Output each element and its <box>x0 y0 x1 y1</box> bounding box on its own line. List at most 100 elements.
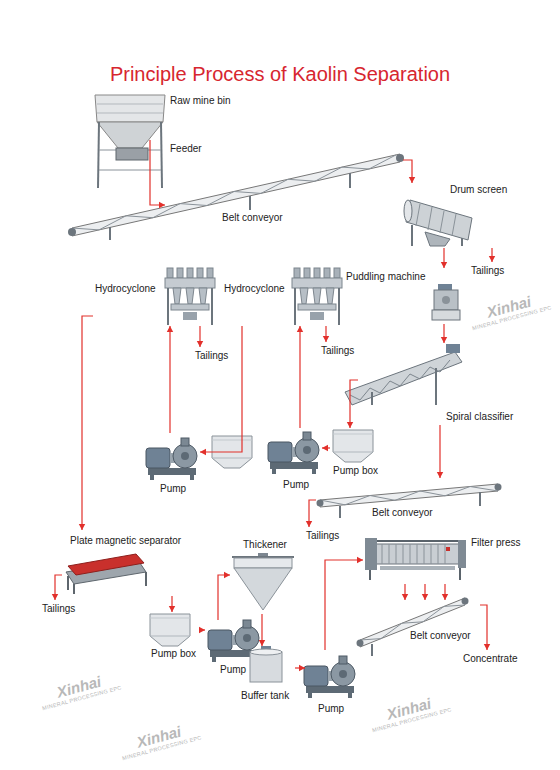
equipment-node: Pump <box>305 650 355 716</box>
raw-mine-bin-drawing <box>95 95 165 122</box>
flow-line <box>169 326 170 433</box>
spiral-classifier-drawing <box>345 344 462 405</box>
diagram-title: Principle Process of Kaolin Separation <box>0 62 560 86</box>
equipment-label: Pump <box>220 664 246 676</box>
drum-screen-drawing <box>440 211 444 233</box>
belt-conveyor-drawing <box>68 228 76 236</box>
drum-screen-drawing <box>416 204 420 226</box>
thickener-drawing <box>234 568 292 610</box>
flow-arrow <box>323 326 329 342</box>
equipment-label: Concentrate <box>463 653 517 665</box>
filter-press-drawing <box>365 538 377 570</box>
thickener-drawing <box>234 558 292 568</box>
raw-mine-bin-drawing <box>116 148 148 160</box>
equipment-node: Concentrate <box>460 650 522 667</box>
belt-conveyor-drawing <box>396 154 404 162</box>
filter-press-drawing <box>459 568 461 580</box>
puddling-machine-drawing <box>432 310 460 320</box>
watermark: XinhaiMINERAL PROCESSING EPC <box>37 669 122 712</box>
raw-mine-bin-drawing <box>95 95 165 188</box>
equipment-label: Puddling machine <box>346 271 426 283</box>
middle-belt-conveyor-drawing <box>495 484 502 491</box>
equipment-node: Tailings <box>302 527 347 544</box>
arrow-head <box>441 262 447 268</box>
equipment-node: Pump box <box>330 428 381 478</box>
equipment-node: Belt conveyor <box>355 600 480 646</box>
equipment-label: Pump box <box>333 465 378 477</box>
equipment-node: Buffer tank <box>239 646 295 704</box>
flow-arrow <box>259 614 265 646</box>
drum-screen-drawing <box>404 200 412 222</box>
drum-screen-drawing <box>404 200 472 246</box>
equipment-label: Pump box <box>151 648 196 660</box>
equipment-node: Puddling machine <box>344 268 462 324</box>
flow-line <box>200 326 242 452</box>
equipment-node: Spiral classifier <box>358 343 524 425</box>
middle-belt-conveyor-drawing <box>320 484 498 507</box>
pump-drawing <box>268 432 319 474</box>
equipment-node: Pump <box>143 433 200 497</box>
flow-arrow <box>489 248 495 262</box>
pump-drawing <box>146 438 197 480</box>
raw-mine-bin-drawing <box>98 122 99 188</box>
plate-magnetic-separator-drawing <box>145 572 147 586</box>
flow-arrow <box>441 324 447 343</box>
arrow-head <box>489 256 495 262</box>
buffer-tank-drawing <box>250 652 282 682</box>
drum-screen-drawing <box>428 207 432 230</box>
equipment-node: Hydrocyclone <box>222 266 342 326</box>
middle-belt-conveyor-drawing <box>339 506 341 518</box>
belt-conveyor-drawing <box>349 173 351 188</box>
flow-arrow <box>322 445 330 451</box>
flow-arrow <box>79 316 93 530</box>
belt-conveyor-drawing <box>72 154 400 236</box>
raw-mine-bin-drawing <box>97 122 163 148</box>
flow-line <box>350 380 358 428</box>
equipment-label: Pump <box>283 479 309 491</box>
arrow-head <box>224 572 230 578</box>
belt-conveyor-drawing <box>68 154 404 240</box>
equipment-node: Pump <box>264 428 322 492</box>
equipment-label: Tailings <box>471 265 504 277</box>
plate-magnetic-separator-drawing <box>66 554 146 594</box>
plate-magnetic-separator-drawing <box>67 576 69 590</box>
filter-press-drawing <box>458 540 466 568</box>
arrow-head <box>442 594 448 600</box>
bottom-belt-conveyor-drawing <box>357 640 364 647</box>
arrow-head <box>402 594 408 600</box>
equipment-label: Belt conveyor <box>410 630 471 642</box>
belt-conveyor-drawing <box>249 196 251 210</box>
spiral-classifier-drawing <box>345 352 462 405</box>
flow-arrow <box>295 665 305 671</box>
equipment-node: Belt conveyor <box>165 155 403 240</box>
equipment-node: Filter press <box>363 530 528 584</box>
equipment-node: Drum screen <box>405 183 515 248</box>
flow-arrow <box>218 572 230 620</box>
drum-screen-drawing <box>425 232 450 246</box>
flow-arrow <box>200 326 242 455</box>
flow-line <box>299 326 300 428</box>
flow-arrow <box>437 425 443 478</box>
equipment-node: Belt conveyor <box>316 478 502 520</box>
raw-mine-bin-drawing <box>99 170 161 171</box>
plate-magnetic-separator-drawing <box>73 584 75 594</box>
buffer-tank-drawing <box>250 649 282 655</box>
arrow-head <box>306 521 312 527</box>
belt-conveyor-drawing <box>72 155 396 230</box>
flow-line <box>218 575 230 620</box>
arrow-head <box>169 606 175 612</box>
flow-arrow <box>325 557 363 650</box>
equipment-label: Pump <box>160 483 186 495</box>
filter-press-drawing <box>380 566 455 570</box>
plate-magnetic-separator-drawing <box>68 554 144 575</box>
arrow-head <box>322 445 328 451</box>
equipment-node: Tailings <box>40 600 85 617</box>
equipment-label: Raw mine bin <box>170 95 231 107</box>
arrow-head <box>323 336 329 342</box>
equipment-node: Plate magnetic separator <box>62 530 202 596</box>
equipment-label: Belt conveyor <box>222 212 283 224</box>
filter-press-drawing <box>446 547 450 551</box>
flow-arrow <box>347 380 358 428</box>
equipment-label: Tailings <box>42 603 75 615</box>
buffer-tank-drawing <box>250 646 282 682</box>
